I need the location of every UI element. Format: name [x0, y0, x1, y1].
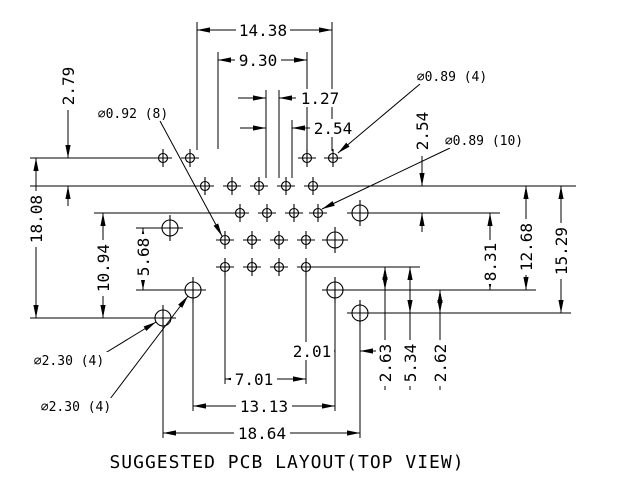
callout-label-2-30-4-b: ⌀2.30 (4) — [37, 398, 115, 415]
pcb-hole — [243, 258, 261, 276]
pcb-hole — [216, 258, 234, 276]
callout-text-0-92-8: ⌀0.92 (8) — [98, 107, 168, 122]
pcb-holes — [150, 149, 373, 331]
dim-text-2-01: 2.01 — [293, 342, 332, 361]
pcb-hole — [285, 204, 303, 222]
dim-label-10-94: 10.94 — [94, 240, 113, 296]
dim-text-1-27: 1.27 — [301, 89, 340, 108]
pcb-hole — [309, 204, 327, 222]
dim-text-18-08: 18.08 — [27, 195, 46, 243]
dim-label-12-68: 12.68 — [517, 219, 536, 275]
pcb-hole — [298, 149, 316, 167]
pcb-hole — [250, 177, 268, 195]
callout-label-0-89-10: ⌀0.89 (10) — [441, 132, 527, 149]
leader-lines — [101, 83, 451, 400]
dim-text-2-63: 2.63 — [376, 344, 395, 383]
callout-label-0-89-4: ⌀0.89 (4) — [413, 68, 491, 85]
pcb-hole — [180, 277, 206, 303]
pcb-hole — [231, 204, 249, 222]
pcb-hole — [258, 204, 276, 222]
pcb-hole — [181, 149, 199, 167]
pcb-hole — [322, 227, 348, 253]
dim-label-2-79: 2.79 — [59, 63, 78, 109]
dim-text-5-68: 5.68 — [134, 238, 153, 277]
callout-label-2-30-4-a: ⌀2.30 (4) — [30, 352, 108, 369]
pcb-hole — [154, 149, 172, 167]
dim-label-2-62: 2.62 — [431, 340, 450, 386]
pcb-hole — [347, 300, 373, 326]
pcb-hole — [297, 231, 315, 249]
dim-label-2-01: 2.01 — [290, 342, 334, 361]
pcb-hole — [322, 277, 348, 303]
callout-text-0-89-10: ⌀0.89 (10) — [445, 134, 523, 149]
dim-text-7-01: 7.01 — [235, 370, 274, 389]
pcb-hole — [243, 231, 261, 249]
drawing-title: SUGGESTED PCB LAYOUT(TOP VIEW) — [109, 452, 464, 473]
pcb-hole — [270, 231, 288, 249]
callout-text-2-30-4-a: ⌀2.30 (4) — [34, 354, 104, 369]
dim-text-2-79: 2.79 — [59, 67, 78, 106]
dim-text-15-29: 15.29 — [552, 227, 571, 275]
dimension-labels: 14.38 9.30 1.27 2.54 2.79 18.08 10.94 — [27, 21, 571, 443]
pcb-hole — [277, 177, 295, 195]
dim-text-13-13: 13.13 — [240, 397, 288, 416]
dim-text-10-94: 10.94 — [94, 244, 113, 292]
dim-label-5-34: 5.34 — [401, 340, 420, 386]
dim-text-8-31: 8.31 — [481, 243, 500, 282]
dim-label-2-54-right: 2.54 — [413, 108, 432, 154]
dim-text-5-34: 5.34 — [401, 344, 420, 383]
pcb-hole — [216, 231, 234, 249]
dim-text-2-62: 2.62 — [431, 344, 450, 383]
dim-text-2-54-right: 2.54 — [413, 112, 432, 151]
dim-text-2-54-top: 2.54 — [314, 119, 353, 138]
callout-text-2-30-4-b: ⌀2.30 (4) — [41, 400, 111, 415]
callout-label-0-92-8: ⌀0.92 (8) — [94, 105, 172, 122]
dim-label-1-27: 1.27 — [297, 89, 343, 108]
dim-label-15-29: 15.29 — [552, 223, 571, 279]
dim-label-13-13: 13.13 — [236, 397, 292, 416]
pcb-hole — [270, 258, 288, 276]
pcb-hole — [304, 177, 322, 195]
dim-label-8-31: 8.31 — [481, 240, 500, 284]
dim-label-18-64: 18.64 — [234, 424, 290, 443]
dim-text-9-30: 9.30 — [239, 51, 278, 70]
dim-text-14-38: 14.38 — [239, 21, 287, 40]
dim-label-9-30: 9.30 — [235, 51, 281, 70]
dim-text-12-68: 12.68 — [517, 223, 536, 271]
pcb-hole — [223, 177, 241, 195]
pcb-hole — [150, 305, 176, 331]
extension-lines — [30, 22, 576, 438]
dim-label-18-08: 18.08 — [27, 191, 46, 247]
dim-label-2-63: 2.63 — [376, 340, 395, 386]
dim-label-5-68: 5.68 — [134, 234, 153, 280]
pcb-hole — [297, 258, 315, 276]
pcb-hole — [324, 149, 342, 167]
callout-text-0-89-4: ⌀0.89 (4) — [417, 70, 487, 85]
dim-label-14-38: 14.38 — [236, 21, 290, 40]
pcb-hole — [157, 215, 183, 241]
pcb-hole — [196, 177, 214, 195]
dim-text-18-64: 18.64 — [238, 424, 286, 443]
dim-label-2-54-top: 2.54 — [310, 119, 356, 138]
pcb-hole — [347, 200, 373, 226]
dim-label-7-01: 7.01 — [231, 370, 277, 389]
